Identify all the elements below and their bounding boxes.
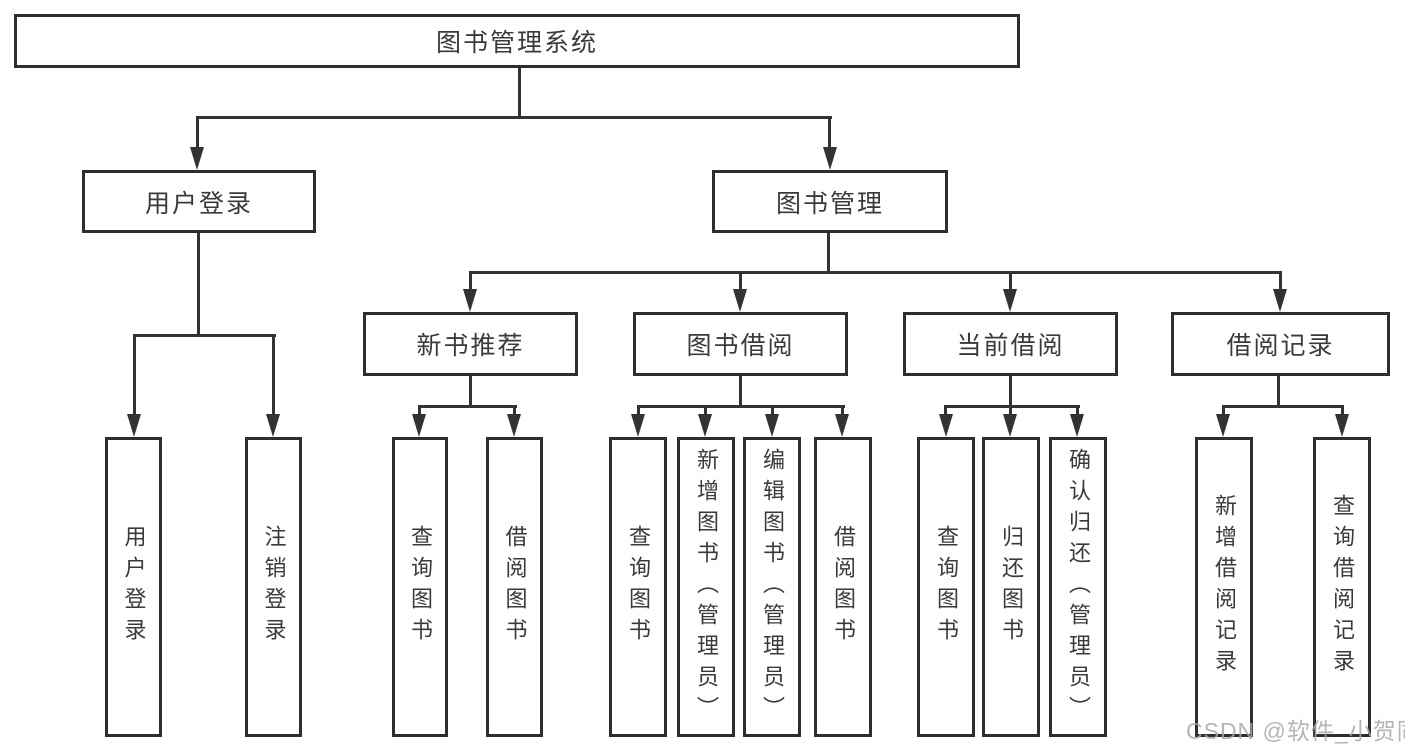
connector-line xyxy=(469,376,472,407)
leaf-borrow-book: 借阅图书 xyxy=(814,437,872,737)
leaf-logout: 注销登录 xyxy=(245,437,302,737)
arrow-down-icon xyxy=(1216,414,1230,437)
arrow-down-icon xyxy=(733,289,747,312)
arrow-down-icon xyxy=(266,414,280,437)
arrow-down-icon xyxy=(835,414,849,437)
connector-line xyxy=(1341,405,1344,418)
connector-line xyxy=(704,405,707,418)
connector-line xyxy=(272,334,275,416)
arrow-down-icon xyxy=(698,414,712,437)
csdn-watermark: CSDN @软件_小贺同学 xyxy=(1186,718,1405,744)
connector-line xyxy=(1279,271,1282,293)
connector-line xyxy=(1076,405,1079,418)
connector-line xyxy=(1009,271,1012,293)
leaf-add-borrow-record: 新增借阅记录 xyxy=(1195,437,1253,737)
connector-line xyxy=(469,271,1281,274)
leaf-query-book: 查询图书 xyxy=(917,437,975,737)
leaf-query-book: 查询图书 xyxy=(392,437,448,737)
arrow-down-icon xyxy=(463,289,477,312)
arrow-down-icon xyxy=(1003,414,1017,437)
connector-line xyxy=(196,116,199,150)
arrow-down-icon xyxy=(1335,414,1349,437)
connector-line xyxy=(418,405,421,418)
leaf-edit-book-admin: 编辑图书（管理员） xyxy=(743,437,801,737)
connector-line xyxy=(739,271,742,293)
arrow-down-icon xyxy=(823,147,837,170)
arrow-down-icon xyxy=(127,414,141,437)
connector-line xyxy=(944,405,947,418)
connector-line xyxy=(828,116,831,150)
connector-line xyxy=(637,405,640,418)
connector-line xyxy=(739,376,742,407)
connector-line xyxy=(827,233,830,273)
node-borrowing-records: 借阅记录 xyxy=(1171,312,1390,376)
connector-line xyxy=(1009,405,1012,418)
connector-line xyxy=(637,405,845,408)
leaf-borrow-book: 借阅图书 xyxy=(486,437,543,737)
leaf-user-login: 用户登录 xyxy=(105,437,162,737)
leaf-add-book-admin: 新增图书（管理员） xyxy=(677,437,735,737)
connector-line xyxy=(518,68,521,118)
arrow-down-icon xyxy=(631,414,645,437)
node-book-management: 图书管理 xyxy=(712,170,948,233)
arrow-down-icon xyxy=(190,147,204,170)
arrow-down-icon xyxy=(765,414,779,437)
connector-line xyxy=(1222,405,1225,418)
node-new-book-recommendation: 新书推荐 xyxy=(363,312,578,376)
node-user-login: 用户登录 xyxy=(82,170,316,233)
connector-line xyxy=(196,116,832,119)
arrow-down-icon xyxy=(939,414,953,437)
node-book-borrowing: 图书借阅 xyxy=(633,312,848,376)
leaf-confirm-return-admin: 确认归还（管理员） xyxy=(1049,437,1107,737)
connector-line xyxy=(1009,376,1012,407)
leaf-return-book: 归还图书 xyxy=(982,437,1040,737)
arrow-down-icon xyxy=(412,414,426,437)
arrow-down-icon xyxy=(1070,414,1084,437)
connector-line xyxy=(841,405,844,418)
connector-line xyxy=(418,405,517,408)
connector-line xyxy=(133,334,136,416)
node-current-borrowing: 当前借阅 xyxy=(903,312,1118,376)
arrow-down-icon xyxy=(1003,289,1017,312)
leaf-query-book: 查询图书 xyxy=(609,437,667,737)
connector-line xyxy=(1222,405,1344,408)
leaf-query-borrow-record: 查询借阅记录 xyxy=(1313,437,1371,737)
arrow-down-icon xyxy=(507,414,521,437)
connector-line xyxy=(513,405,516,418)
connector-line xyxy=(469,271,472,293)
connector-line xyxy=(197,233,200,335)
connector-line xyxy=(133,334,276,337)
node-root-system: 图书管理系统 xyxy=(14,14,1020,68)
connector-line xyxy=(771,405,774,418)
connector-line xyxy=(944,405,1080,408)
arrow-down-icon xyxy=(1273,289,1287,312)
connector-line xyxy=(1277,376,1280,407)
